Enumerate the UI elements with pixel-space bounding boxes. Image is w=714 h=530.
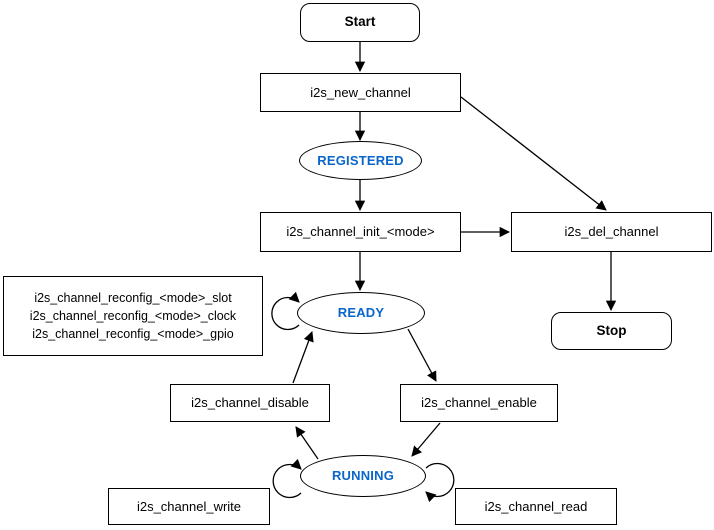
edge-running-to-disable: [295, 426, 319, 460]
node-i2s-channel-init-mode: i2s_channel_init_<mode>: [260, 212, 461, 252]
reconfig-line-clock: i2s_channel_reconfig_<mode>_clock: [29, 309, 237, 323]
node-i2s-channel-enable: i2s_channel_enable: [400, 384, 558, 422]
state-ready: READY: [297, 292, 425, 334]
edge-new-channel-to-del-channel: [460, 96, 607, 211]
loop-ready-self: [271, 291, 300, 331]
node-stop: Stop: [551, 312, 672, 350]
reconfig-line-slot: i2s_channel_reconfig_<mode>_slot: [34, 291, 232, 305]
node-i2s-channel-read: i2s_channel_read: [455, 488, 617, 525]
loop-running-self-left: [272, 458, 302, 499]
node-i2s-channel-reconfig: i2s_channel_reconfig_<mode>_slot i2s_cha…: [3, 276, 263, 356]
node-i2s-del-channel: i2s_del_channel: [511, 212, 712, 252]
node-i2s-channel-disable: i2s_channel_disable: [170, 384, 330, 422]
reconfig-line-gpio: i2s_channel_reconfig_<mode>_gpio: [32, 327, 234, 341]
edge-disable-to-ready: [292, 331, 314, 384]
node-i2s-new-channel: i2s_new_channel: [260, 73, 461, 112]
edge-ready-to-enable: [407, 328, 437, 382]
loop-running-self-right: [425, 462, 455, 503]
state-registered: REGISTERED: [299, 141, 422, 180]
state-running: RUNNING: [300, 455, 426, 497]
node-start: Start: [300, 3, 420, 42]
node-i2s-channel-write: i2s_channel_write: [108, 488, 270, 525]
edge-enable-to-running: [411, 422, 441, 457]
